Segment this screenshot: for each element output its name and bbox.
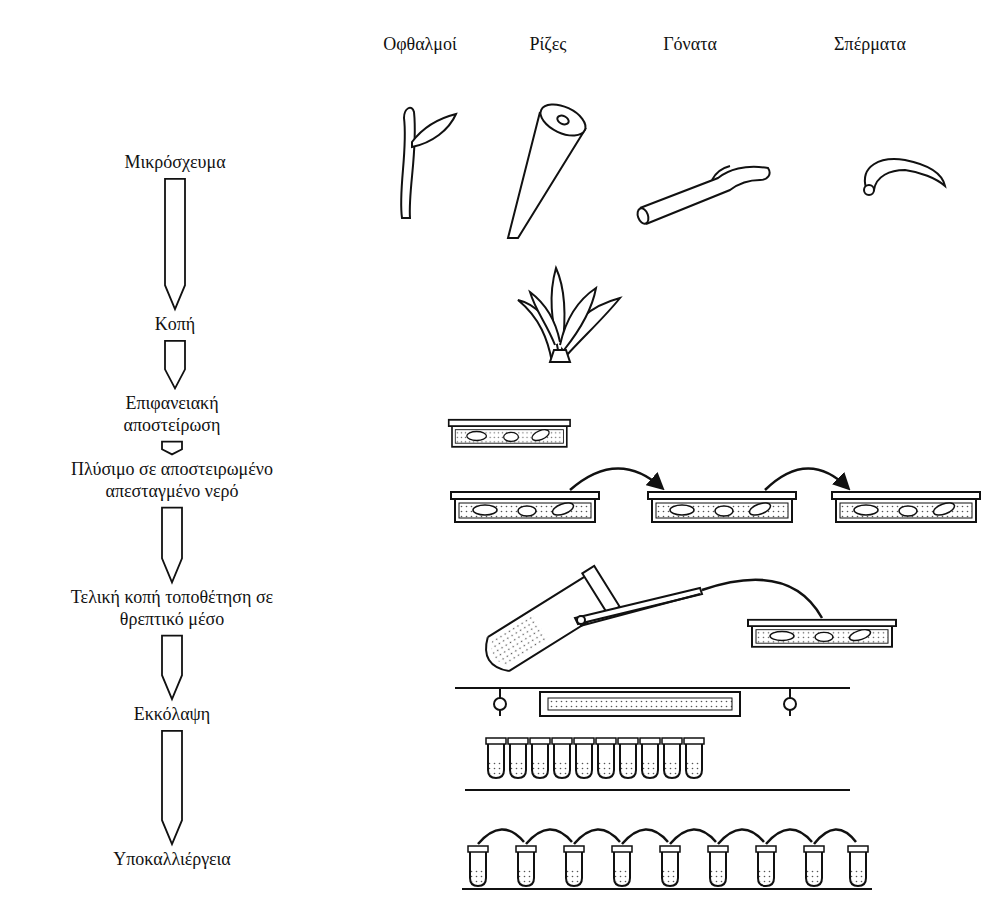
step-text: Εκκόλαψη bbox=[134, 704, 211, 726]
flow-arrow bbox=[162, 508, 182, 583]
bud-drawing bbox=[401, 108, 456, 218]
step-label: Υποκαλλιέργεια bbox=[110, 848, 234, 872]
flow-arrow bbox=[162, 442, 182, 455]
root-drawing bbox=[508, 98, 590, 238]
column-heading: Σπέρματα bbox=[834, 34, 906, 56]
tube-rack bbox=[465, 738, 850, 790]
step-label: Εκκόλαψη bbox=[131, 703, 214, 727]
step-text: Μικρόσχευμα bbox=[124, 152, 225, 174]
petri-dish bbox=[748, 620, 896, 647]
step-text: Πλύσιμο σε αποστειρωμένο απεσταγμένο νερ… bbox=[47, 459, 297, 502]
column-heading: Γόνατα bbox=[663, 34, 717, 56]
step-text: Επιφανειακή αποστείρωση bbox=[104, 393, 240, 436]
step-label: Πλύσιμο σε αποστειρωμένο απεσταγμένο νερ… bbox=[44, 458, 300, 503]
petri-dish bbox=[449, 420, 570, 447]
subculture-tubes bbox=[462, 846, 872, 889]
incubator bbox=[455, 688, 850, 716]
flow-arrow bbox=[162, 636, 182, 700]
column-heading: Ρίζες bbox=[530, 34, 567, 56]
step-label: Επιφανειακή αποστείρωση bbox=[101, 392, 243, 437]
shoot-drawing bbox=[518, 268, 620, 362]
petri-dish bbox=[648, 492, 796, 522]
step-text: Υποκαλλιέργεια bbox=[113, 849, 231, 871]
node-stem-drawing bbox=[636, 166, 770, 225]
step-text: Τελική κοπή τοποθέτηση σε θρεπτικό μέσο bbox=[65, 587, 279, 630]
transfer-arrow bbox=[570, 468, 662, 490]
culture-tube bbox=[476, 566, 619, 680]
transfer-arrow bbox=[765, 468, 848, 490]
flow-arrow bbox=[165, 179, 185, 309]
transfer-arc bbox=[702, 580, 822, 618]
flow-arrow bbox=[162, 731, 182, 844]
step-label: Τελική κοπή τοποθέτηση σε θρεπτικό μέσο bbox=[62, 586, 282, 631]
step-label: Μικρόσχευμα bbox=[121, 151, 228, 175]
transfer-arcs bbox=[478, 829, 856, 844]
seed-drawing bbox=[864, 159, 945, 195]
step-label: Κοπή bbox=[152, 313, 199, 337]
column-heading: Οφθαλμοί bbox=[383, 34, 457, 56]
forceps bbox=[575, 588, 702, 626]
petri-dish bbox=[451, 492, 599, 522]
flow-arrow bbox=[165, 341, 185, 389]
petri-dish bbox=[832, 492, 980, 522]
step-text: Κοπή bbox=[155, 314, 196, 336]
